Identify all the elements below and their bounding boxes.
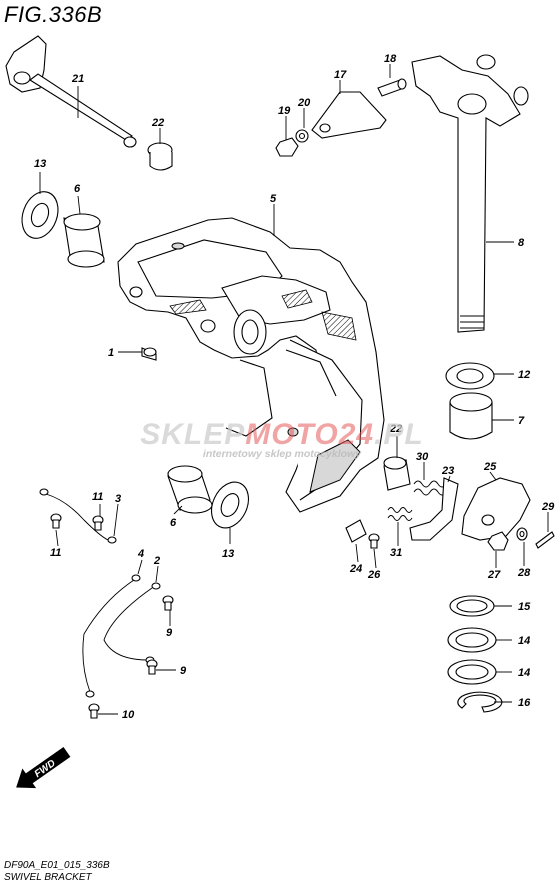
callout-29: 29 xyxy=(541,501,555,513)
part-6-upper-bushing[interactable] xyxy=(63,213,105,268)
part-19-nut[interactable] xyxy=(275,137,299,157)
callout-22-upper: 22 xyxy=(151,117,164,129)
part-16-circlip[interactable] xyxy=(457,691,503,713)
callout-23: 23 xyxy=(441,465,454,477)
part-25-tilt-lock-lever[interactable] xyxy=(461,477,531,541)
callout-6-lower: 6 xyxy=(170,517,177,529)
callout-28: 28 xyxy=(517,567,531,579)
part-9-bolt-a[interactable] xyxy=(162,595,174,611)
callout-9-lower: 9 xyxy=(180,665,187,677)
part-5-swivel-bracket[interactable] xyxy=(117,217,385,513)
part-17-stopper-plate[interactable] xyxy=(311,91,387,139)
part-7-bushing[interactable] xyxy=(449,392,493,440)
callout-30: 30 xyxy=(416,451,429,463)
callout-20: 20 xyxy=(297,97,311,109)
part-23-lock-lever[interactable] xyxy=(409,477,459,541)
part-10-bolt[interactable] xyxy=(88,703,100,719)
callout-2: 2 xyxy=(153,555,160,567)
part-8-steering-shaft[interactable] xyxy=(411,54,529,333)
figure-caption: DF90A_E01_015_336B SWIVEL BRACKET xyxy=(4,860,110,884)
callout-25: 25 xyxy=(483,461,497,473)
callout-16: 16 xyxy=(518,697,531,709)
callout-22-lower: 22 xyxy=(389,423,402,435)
callout-19: 19 xyxy=(278,105,291,117)
part-1-screw[interactable] xyxy=(141,347,157,361)
part-20-washer[interactable] xyxy=(295,129,309,143)
part-31-spring[interactable] xyxy=(387,507,413,521)
part-29-cotter-pin[interactable] xyxy=(535,531,555,549)
part-12-washer[interactable] xyxy=(445,362,495,390)
part-15-ring[interactable] xyxy=(449,595,495,617)
part-28-washer[interactable] xyxy=(516,527,528,541)
leader-lines xyxy=(39,64,549,715)
callout-21: 21 xyxy=(71,73,84,85)
callout-10: 10 xyxy=(122,709,135,721)
callout-18: 18 xyxy=(384,53,397,65)
figure-title: FIG.336B xyxy=(4,2,103,27)
callout-12: 12 xyxy=(518,369,530,381)
part-18-bolt[interactable] xyxy=(377,78,407,97)
fwd-arrow-icon: FWD xyxy=(16,747,71,789)
part-6-lower-bushing[interactable] xyxy=(167,465,213,514)
callout-3: 3 xyxy=(115,493,121,505)
part-14-ring-a[interactable] xyxy=(447,627,497,653)
part-13-lower-washer[interactable] xyxy=(204,476,255,534)
caption-name: SWIVEL BRACKET xyxy=(4,872,92,883)
part-9-bolt-b[interactable] xyxy=(146,659,158,675)
callout-7: 7 xyxy=(518,415,525,427)
callout-1: 1 xyxy=(108,347,114,359)
part-24-plate[interactable] xyxy=(345,519,367,543)
caption-code: DF90A_E01_015_336B xyxy=(4,860,110,871)
part-21-pivot-pin[interactable] xyxy=(5,35,137,148)
callout-14-lower: 14 xyxy=(518,667,530,679)
part-11-bolt-a[interactable] xyxy=(92,515,104,531)
callout-15: 15 xyxy=(518,601,531,613)
part-27-nut[interactable] xyxy=(487,531,509,551)
callout-14-upper: 14 xyxy=(518,635,530,647)
callout-numbers: 21 22 13 6 5 17 18 19 20 8 12 7 1 22 30 … xyxy=(34,53,555,721)
callout-6-upper: 6 xyxy=(74,183,81,195)
part-4-ground-lead[interactable] xyxy=(82,574,141,698)
callout-26: 26 xyxy=(367,569,381,581)
part-2-ground-lead[interactable] xyxy=(103,582,161,664)
part-22-upper-bushing[interactable] xyxy=(147,142,173,171)
callout-17: 17 xyxy=(334,69,347,81)
part-26-screw[interactable] xyxy=(368,533,380,549)
callout-13-upper: 13 xyxy=(34,158,46,170)
part-30-spring[interactable] xyxy=(413,480,447,496)
callout-13-lower: 13 xyxy=(222,548,234,560)
callout-5: 5 xyxy=(270,193,277,205)
callout-11-upper: 11 xyxy=(92,491,103,503)
callout-4: 4 xyxy=(137,548,144,560)
callout-8: 8 xyxy=(518,237,525,249)
callout-27: 27 xyxy=(487,569,501,581)
callout-24: 24 xyxy=(349,563,362,575)
part-22-lower-bushing[interactable] xyxy=(383,456,411,491)
callout-9-upper: 9 xyxy=(166,627,173,639)
part-11-bolt-b[interactable] xyxy=(50,513,62,529)
callout-11-lower: 11 xyxy=(50,547,61,559)
callout-31: 31 xyxy=(390,547,402,559)
part-13-upper-washer[interactable] xyxy=(16,187,64,244)
part-14-ring-b[interactable] xyxy=(447,659,497,685)
part-3-ground-lead[interactable] xyxy=(39,488,117,544)
